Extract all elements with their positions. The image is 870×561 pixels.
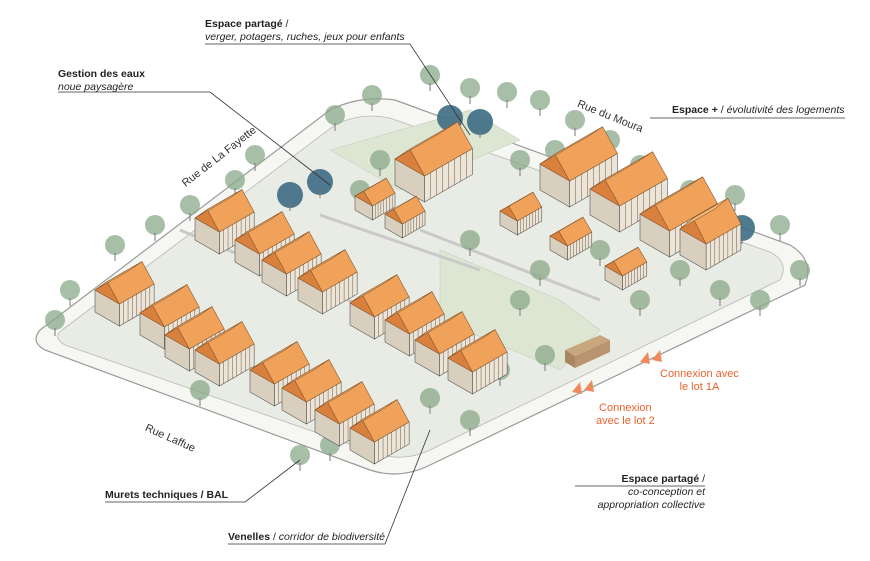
label-sep: /: [717, 104, 727, 116]
tree: [497, 82, 517, 102]
tree: [750, 290, 770, 310]
tree: [190, 380, 210, 400]
tree: [530, 260, 550, 280]
tree: [565, 110, 585, 130]
tree: [45, 310, 65, 330]
annotation-murets: Murets techniques / BAL: [105, 489, 228, 502]
label-sep: /: [699, 473, 705, 485]
tree: [105, 235, 125, 255]
house: [447, 329, 508, 395]
tree: [467, 109, 493, 135]
venelle-path-3: [419, 228, 601, 302]
tree: [510, 150, 530, 170]
label-bold: Espace +: [672, 104, 718, 116]
connection-label-lot2: Connexion avec le lot 2: [596, 402, 655, 428]
tree: [460, 78, 480, 98]
tree: [60, 280, 80, 300]
label-sep: /: [282, 18, 289, 30]
tree: [710, 280, 730, 300]
tree: [670, 260, 690, 280]
connection-line-2: avec le lot 2: [596, 415, 655, 427]
leader-gestion-eaux: [58, 91, 331, 186]
house: [679, 197, 742, 271]
leader-espace-partage-top: [205, 43, 471, 136]
house: [261, 231, 322, 297]
tree: [370, 150, 390, 170]
house: [394, 121, 473, 203]
house: [94, 261, 155, 327]
houses-group: [94, 121, 742, 465]
house: [194, 321, 255, 387]
house: [349, 399, 410, 465]
label-italic: corridor de biodiversité: [278, 531, 386, 543]
label-italic: verger, potagers, ruches, jeux pour enfa…: [205, 31, 405, 43]
annotation-gestion-eaux: Gestion des eaux noue paysagère: [58, 68, 145, 94]
label-bold: Murets techniques / BAL: [105, 489, 229, 501]
connection-arrow-lot2: [572, 380, 594, 394]
tree: [510, 290, 530, 310]
connection-line-1: Connexion: [599, 402, 652, 414]
tree: [790, 260, 810, 280]
label-italic-1: co-conception et: [627, 486, 705, 498]
connection-arrow-lot1a: [640, 350, 662, 364]
house: [604, 246, 648, 291]
tree: [290, 445, 310, 465]
tree: [535, 345, 555, 365]
label-italic: évolutivité des logements: [726, 104, 845, 116]
house: [354, 177, 396, 221]
label-italic-2: appropriation collective: [597, 499, 705, 511]
house: [549, 216, 593, 261]
tree: [770, 215, 790, 235]
tree: [145, 215, 165, 235]
house: [297, 249, 358, 315]
annotation-espace-partage-bottom: Espace partagé / co-conception et approp…: [585, 473, 705, 512]
tree: [460, 230, 480, 250]
connection-line-1: Connexion avec: [660, 368, 739, 380]
connection-line-2: le lot 1A: [679, 381, 720, 393]
tree: [307, 169, 333, 195]
tree: [590, 240, 610, 260]
tree: [362, 85, 382, 105]
tree: [277, 182, 303, 208]
connection-label-lot1a: Connexion avec le lot 1A: [660, 368, 739, 394]
tree: [630, 290, 650, 310]
annotation-venelles: Venelles / corridor de biodiversité: [228, 531, 385, 544]
house: [384, 195, 426, 239]
shed-building: [565, 335, 610, 368]
tree: [530, 90, 550, 110]
tree: [420, 388, 440, 408]
leader-venelles: [228, 429, 431, 545]
house: [499, 191, 543, 236]
label-bold: Venelles: [228, 531, 271, 543]
house: [589, 151, 668, 233]
annotation-espace-partage-top: Espace partagé / verger, potagers, ruche…: [205, 18, 405, 44]
label-bold: Espace partagé: [621, 473, 700, 485]
house: [281, 359, 342, 425]
label-bold: Gestion des eaux: [58, 68, 145, 80]
label-italic: noue paysagère: [58, 81, 134, 93]
house: [194, 189, 255, 255]
leader-murets: [105, 459, 301, 503]
annotation-espace-plus: Espace + / évolutivité des logements: [672, 104, 845, 117]
tree: [460, 410, 480, 430]
label-sep: /: [270, 531, 279, 543]
tree: [245, 145, 265, 165]
tree: [325, 105, 345, 125]
tree: [180, 195, 200, 215]
venelle-path-2: [319, 213, 481, 272]
tree: [725, 185, 745, 205]
label-bold: Espace partagé: [205, 18, 283, 30]
tree: [225, 170, 245, 190]
